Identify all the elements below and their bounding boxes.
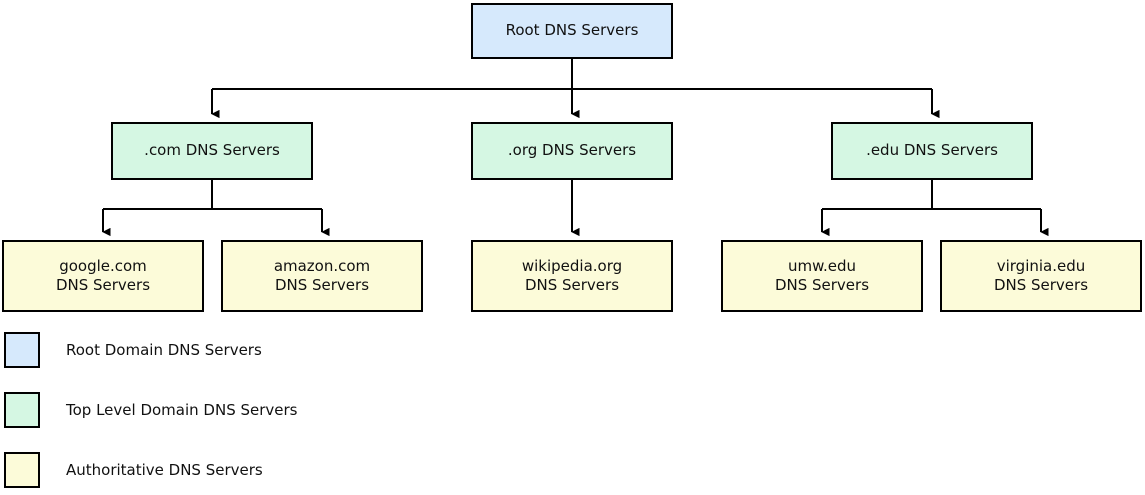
legend-item-authoritative: Authoritative DNS Servers (4, 452, 263, 488)
node-umw-edu-dns-servers[interactable]: umw.edu DNS Servers (721, 240, 923, 312)
node-root-dns-servers[interactable]: Root DNS Servers (471, 3, 673, 59)
node-com-dns-servers[interactable]: .com DNS Servers (111, 122, 313, 180)
legend-label-top-level-domain: Top Level Domain DNS Servers (66, 401, 298, 419)
node-virginia-edu-dns-servers[interactable]: virginia.edu DNS Servers (940, 240, 1142, 312)
legend-swatch-authoritative (4, 452, 40, 488)
legend-swatch-root-domain (4, 332, 40, 368)
legend-item-root-domain: Root Domain DNS Servers (4, 332, 262, 368)
node-org-dns-servers[interactable]: .org DNS Servers (471, 122, 673, 180)
legend-label-root-domain: Root Domain DNS Servers (66, 341, 262, 359)
node-wikipedia-org-dns-servers[interactable]: wikipedia.org DNS Servers (471, 240, 673, 312)
legend-item-top-level-domain: Top Level Domain DNS Servers (4, 392, 297, 428)
node-edu-dns-servers[interactable]: .edu DNS Servers (831, 122, 1033, 180)
node-amazon-com-dns-servers[interactable]: amazon.com DNS Servers (221, 240, 423, 312)
node-google-com-dns-servers[interactable]: google.com DNS Servers (2, 240, 204, 312)
legend-label-authoritative: Authoritative DNS Servers (66, 461, 263, 479)
legend-swatch-top-level-domain (4, 392, 40, 428)
